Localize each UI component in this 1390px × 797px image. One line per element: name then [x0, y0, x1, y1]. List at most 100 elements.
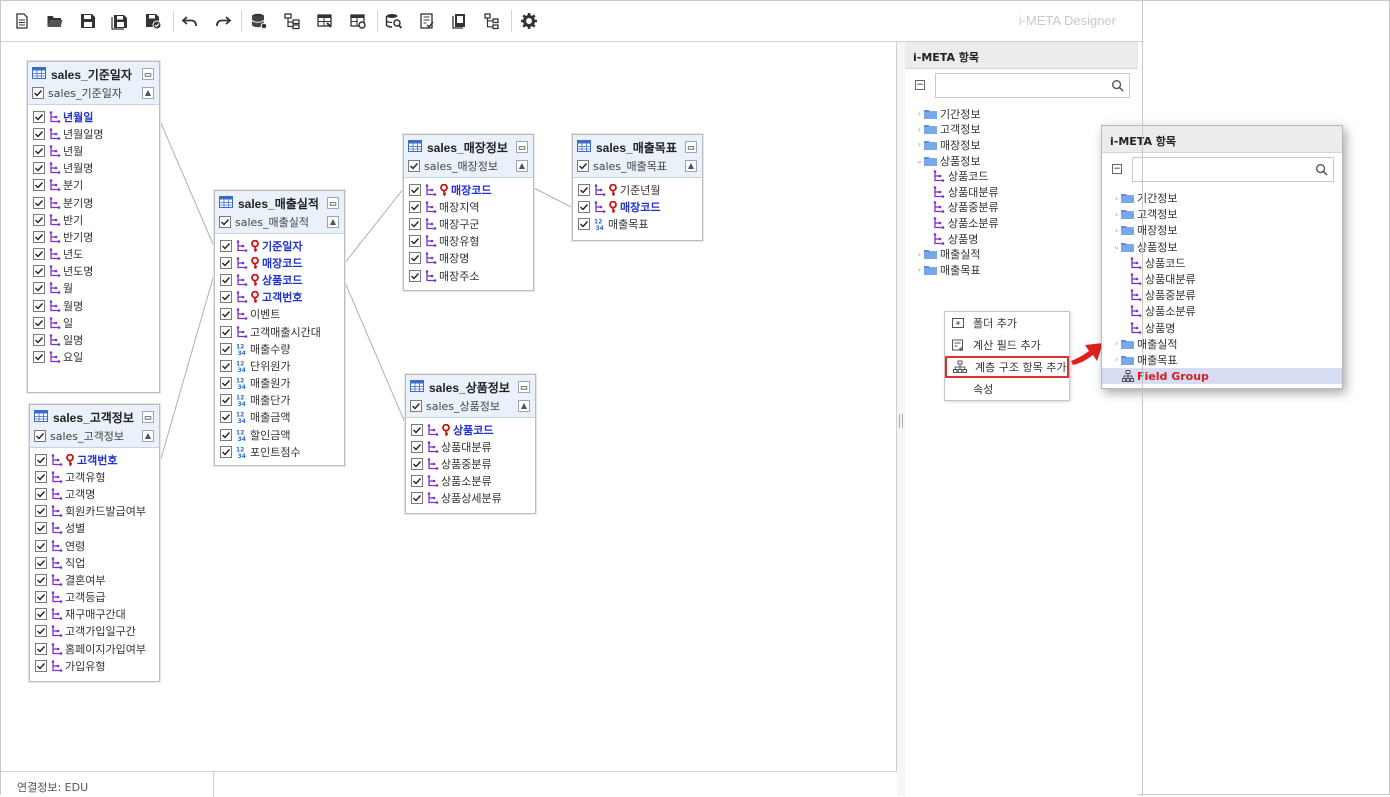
table-header[interactable]: sales_고객정보▭sales_고객정보▲ — [30, 405, 159, 448]
chevron-up-icon[interactable]: ▲ — [142, 429, 154, 442]
field-checkbox[interactable] — [220, 411, 232, 424]
menu-add-folder[interactable]: 폴더 추가 — [945, 312, 1069, 334]
table-checkbox[interactable] — [32, 86, 44, 99]
field-row[interactable]: 가입유형 — [35, 657, 159, 674]
chevron-right-icon[interactable]: › — [917, 140, 922, 150]
chevron-right-icon[interactable]: › — [917, 124, 922, 134]
field-checkbox[interactable] — [578, 217, 590, 230]
field-checkbox[interactable] — [220, 291, 232, 304]
field-row[interactable]: 상품중분류 — [411, 455, 535, 472]
tree-field[interactable]: 상품명 — [1102, 320, 1342, 336]
tree-field[interactable]: 상품대분류 — [905, 184, 1138, 200]
chevron-down-icon[interactable]: ⌄ — [916, 156, 923, 166]
table-header[interactable]: sales_매출실적▭sales_매출실적▲ — [215, 191, 344, 234]
table-menu-icon[interactable]: ▭ — [685, 141, 697, 153]
field-row[interactable]: 결혼여부 — [35, 571, 159, 588]
field-checkbox[interactable] — [33, 213, 45, 226]
table-menu-icon[interactable]: ▭ — [142, 68, 154, 80]
field-row[interactable]: 상품소분류 — [411, 473, 535, 490]
chevron-right-icon[interactable]: › — [1114, 355, 1119, 365]
table-header[interactable]: sales_상품정보▭sales_상품정보▲ — [406, 375, 535, 418]
field-checkbox[interactable] — [33, 230, 45, 243]
tree-folder[interactable]: ›매출실적 — [905, 246, 1138, 262]
field-checkbox[interactable] — [33, 248, 45, 261]
field-checkbox[interactable] — [35, 625, 47, 638]
field-row[interactable]: 고객명 — [35, 485, 159, 502]
gear-icon[interactable] — [518, 10, 540, 32]
field-row[interactable]: 상품코드 — [411, 421, 535, 438]
menu-properties[interactable]: 속성 — [945, 378, 1069, 400]
field-row[interactable]: 매장구군 — [409, 215, 533, 232]
field-checkbox[interactable] — [33, 316, 45, 329]
field-row[interactable]: 월명 — [33, 297, 159, 314]
chevron-up-icon[interactable]: ▲ — [518, 399, 530, 412]
field-checkbox[interactable] — [220, 239, 232, 252]
tree-folder[interactable]: ›고객정보 — [905, 122, 1138, 138]
table-menu-icon[interactable]: ▭ — [327, 197, 339, 209]
field-checkbox[interactable] — [220, 394, 232, 407]
field-row[interactable]: 직업 — [35, 554, 159, 571]
tree-folder-open[interactable]: ⌄상품정보 — [1102, 239, 1342, 255]
field-checkbox[interactable] — [411, 423, 423, 436]
table-checkbox[interactable] — [219, 215, 231, 228]
field-row[interactable]: 년월 — [33, 142, 159, 159]
table-header[interactable]: sales_기준일자▭sales_기준일자▲ — [28, 62, 159, 105]
tree-field[interactable]: 상품대분류 — [1102, 271, 1342, 287]
meta-search-input[interactable] — [1132, 156, 1334, 182]
table-menu-icon[interactable]: ▭ — [518, 381, 530, 393]
tree-folder[interactable]: ›매출실적 — [1102, 336, 1342, 352]
chevron-right-icon[interactable]: › — [917, 265, 922, 275]
chevron-right-icon[interactable]: › — [1114, 193, 1119, 203]
field-row[interactable]: 매장명 — [409, 250, 533, 267]
field-checkbox[interactable] — [35, 608, 47, 621]
field-checkbox[interactable] — [35, 505, 47, 518]
table-edit-icon[interactable] — [314, 10, 336, 32]
field-row[interactable]: 반기 — [33, 211, 159, 228]
chevron-up-icon[interactable]: ▲ — [516, 159, 528, 172]
field-checkbox[interactable] — [409, 217, 421, 230]
field-row[interactable]: 일명 — [33, 331, 159, 348]
field-row[interactable]: 년월일 — [33, 108, 159, 125]
undo-icon[interactable] — [179, 10, 201, 32]
field-checkbox[interactable] — [220, 308, 232, 321]
chevron-up-icon[interactable]: ▲ — [685, 159, 697, 172]
meta-search-input[interactable] — [935, 72, 1130, 98]
field-checkbox[interactable] — [220, 325, 232, 338]
tree-field[interactable]: 상품중분류 — [905, 200, 1138, 216]
field-checkbox[interactable] — [33, 334, 45, 347]
field-checkbox[interactable] — [411, 457, 423, 470]
tree-field[interactable]: 상품소분류 — [1102, 303, 1342, 319]
field-checkbox[interactable] — [220, 428, 232, 441]
field-row[interactable]: 매장코드 — [578, 198, 702, 215]
collapse-all-icon[interactable]: − — [1112, 164, 1122, 174]
table-checkbox[interactable] — [410, 399, 422, 412]
field-row[interactable]: 년월일명 — [33, 125, 159, 142]
field-checkbox[interactable] — [578, 200, 590, 213]
field-checkbox[interactable] — [578, 183, 590, 196]
tree-folder[interactable]: ›기간정보 — [905, 106, 1138, 122]
tree-folder[interactable]: ›매장정보 — [1102, 222, 1342, 238]
field-checkbox[interactable] — [33, 127, 45, 140]
field-checkbox[interactable] — [33, 351, 45, 364]
tree-folder[interactable]: ›고객정보 — [1102, 206, 1342, 222]
splitter-grip[interactable] — [899, 414, 903, 428]
field-row[interactable]: 분기명 — [33, 194, 159, 211]
tree-folder[interactable]: ›매장정보 — [905, 137, 1138, 153]
field-row[interactable]: 기준일자 — [220, 237, 344, 254]
db-search-icon[interactable] — [383, 10, 405, 32]
chevron-up-icon[interactable]: ▲ — [327, 215, 339, 228]
field-row[interactable]: 회원카드발급여부 — [35, 503, 159, 520]
field-checkbox[interactable] — [33, 265, 45, 278]
table-header[interactable]: sales_매출목표▭sales_매출목표▲ — [573, 135, 702, 178]
field-checkbox[interactable] — [33, 299, 45, 312]
field-row[interactable]: 이벤트 — [220, 306, 344, 323]
table-checkbox[interactable] — [577, 159, 589, 172]
field-checkbox[interactable] — [220, 273, 232, 286]
chevron-right-icon[interactable]: › — [1114, 225, 1119, 235]
